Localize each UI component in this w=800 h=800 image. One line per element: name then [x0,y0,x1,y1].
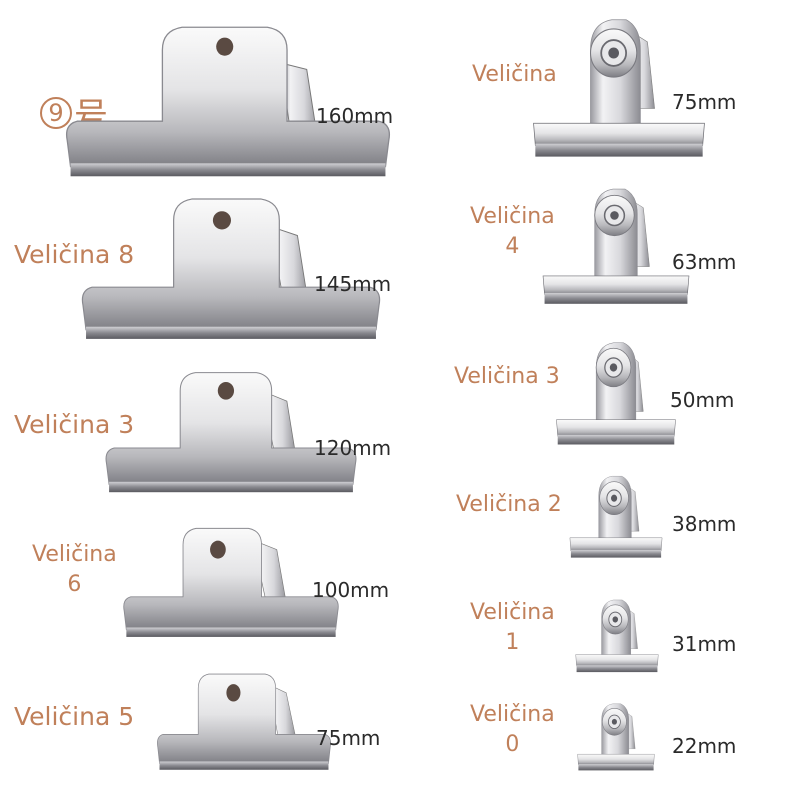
right-label-2-line1: Veličina [470,204,555,229]
left-size-3: 120mm [314,436,392,460]
left-label-4: Veličina 6 [32,540,117,600]
left-label-4-line1: Veličina [32,542,117,567]
size-nine-circle: 9 [40,96,72,129]
clip-right-6 [576,702,656,774]
right-label-5-line2: 1 [505,630,520,655]
left-size-4: 100mm [312,578,390,602]
clip-right-1 [530,16,708,164]
right-label-6-line1: Veličina [470,702,555,727]
right-size-4: 38mm [672,512,737,536]
left-label-2: Veličina 8 [14,240,135,269]
right-label-6: Veličina 0 [470,700,555,760]
clip-right-3 [554,340,678,450]
left-size-1: 160mm [316,104,394,128]
clip-left-2 [80,196,382,348]
clip-left-5 [156,672,332,776]
right-label-1: Veličina [472,62,557,87]
right-size-5: 31mm [672,632,737,656]
clip-left-4 [122,526,340,644]
clip-right-2 [540,186,692,310]
right-size-3: 50mm [670,388,735,412]
right-size-6: 22mm [672,734,737,758]
left-size-2: 145mm [314,272,392,296]
right-label-5-line1: Veličina [470,600,555,625]
left-label-5: Veličina 5 [14,702,135,731]
left-label-4-line2: 6 [67,572,82,597]
left-size-5: 75mm [316,726,381,750]
right-label-2-line2: 4 [505,234,520,259]
right-label-2: Veličina 4 [470,202,555,262]
clip-left-1 [64,24,392,186]
right-label-6-line2: 0 [505,732,520,757]
left-label-3: Veličina 3 [14,410,135,439]
right-size-2: 63mm [672,250,737,274]
right-label-4: Veličina 2 [456,492,562,517]
right-label-3: Veličina 3 [454,364,560,389]
clip-right-4 [568,474,664,562]
right-label-5: Veličina 1 [470,598,555,658]
clip-right-5 [574,598,660,676]
right-size-1: 75mm [672,90,737,114]
clip-left-3 [104,370,358,500]
